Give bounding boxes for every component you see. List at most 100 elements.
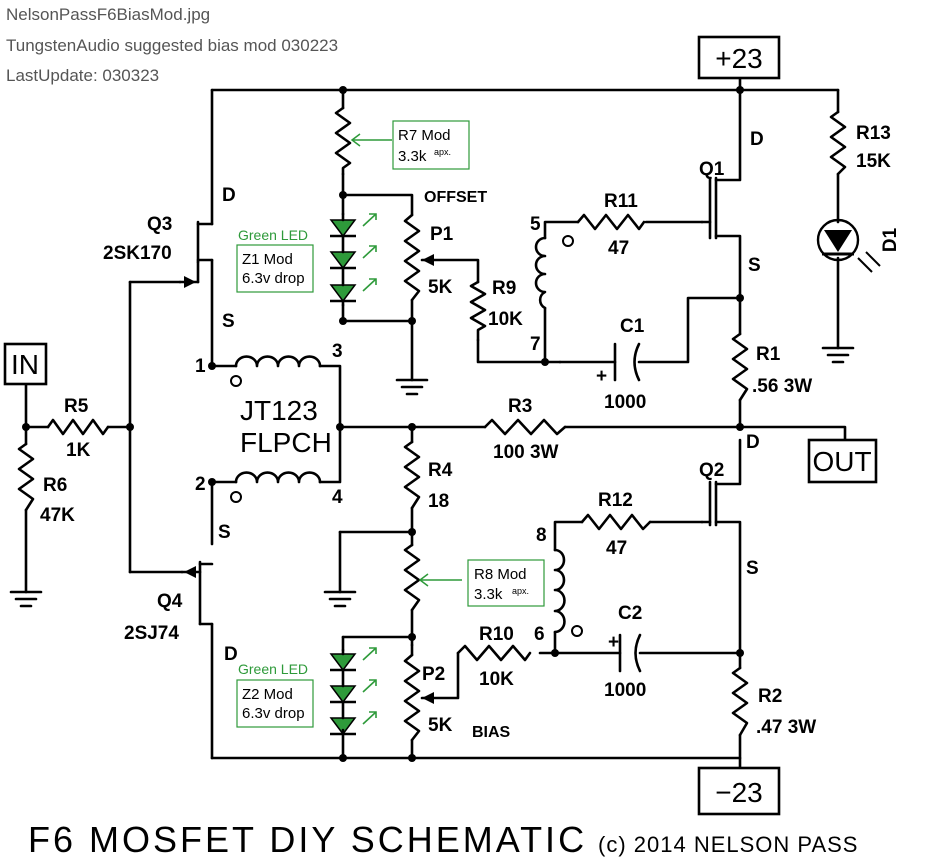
r5-label: R5 [64, 396, 89, 417]
q2-mosfet [700, 480, 718, 527]
transformer-pin-5: 5 [530, 214, 541, 235]
r12-label: R12 [598, 490, 633, 511]
c1-label: C1 [620, 316, 645, 337]
z1-mod-line1: Z1 Mod [242, 251, 293, 268]
junction-dots [22, 86, 744, 762]
transformer-pin-1: 1 [195, 356, 206, 377]
r12-value: 47 [606, 538, 627, 559]
z2-green-led-label: Green LED [238, 661, 308, 677]
negative-rail-label: −23 [715, 777, 763, 808]
r6-value: 47K [40, 505, 75, 526]
c2-value: 1000 [604, 680, 646, 701]
r2-value: .47 3W [756, 717, 816, 738]
r7-mod-line1: R7 Mod [398, 127, 451, 144]
r9-value: 10K [488, 309, 523, 330]
q4-part-label: 2SJ74 [124, 623, 179, 644]
positive-rail-label: +23 [715, 43, 763, 74]
q4-drain-pin: D [224, 644, 238, 665]
schematic-title: F6 MOSFET DIY SCHEMATIC [28, 819, 587, 860]
coil-dot-1 [230, 375, 242, 387]
input-port-box [3, 342, 48, 386]
transformer-pin-8: 8 [536, 525, 547, 546]
c1-value: 1000 [604, 392, 646, 413]
transformer-pin-3: 3 [332, 341, 343, 362]
c2-capacitor [618, 633, 642, 673]
p2-function: BIAS [472, 724, 511, 741]
z1-green-led-label: Green LED [238, 227, 308, 243]
r3-resistor [483, 418, 567, 436]
r8-mod-apx: apx. [512, 586, 529, 596]
q3-part-label: 2SK170 [103, 243, 172, 264]
r8-resistor [403, 543, 421, 612]
transformer-line2: FLPCH [240, 427, 332, 458]
r5-resistor [46, 418, 110, 436]
r5-value: 1K [66, 440, 91, 461]
header-subtitle: TungstenAudio suggested bias mod 030223 [6, 36, 339, 55]
r11-label: R11 [604, 191, 638, 212]
r6-label: R6 [43, 475, 67, 496]
z1-mod-box [236, 244, 314, 293]
r3-label: R3 [508, 396, 532, 417]
r8-mod-line1: R8 Mod [474, 566, 527, 583]
header-filename: NelsonPassF6BiasMod.jpg [6, 5, 211, 24]
p1-pot [403, 213, 421, 302]
q1-source-pin: S [748, 255, 761, 276]
r1-label: R1 [756, 344, 781, 365]
q2-drain-pin: D [746, 432, 760, 453]
z1-led-2 [328, 244, 378, 270]
coil-dot-2 [230, 491, 242, 503]
coil-dot-6 [571, 625, 583, 637]
r7-mod-line2: 3.3k [398, 148, 427, 165]
copyright-notice: (c) 2014 NELSON PASS [598, 832, 858, 857]
c1-plus: + [596, 366, 607, 387]
r7-resistor [334, 106, 352, 176]
r7-mod-box [392, 120, 470, 170]
z1-led-1 [328, 212, 378, 238]
c2-plus: + [608, 632, 619, 653]
input-port-label: IN [11, 349, 39, 380]
transformer-pin-7: 7 [530, 334, 541, 355]
header-last-update: LastUpdate: 030323 [6, 66, 160, 85]
r2-label: R2 [758, 686, 782, 707]
ground-symbol-p1 [395, 378, 429, 396]
r9-label: R9 [492, 278, 516, 299]
output-port-box [807, 438, 878, 484]
ground-symbol-d1 [821, 346, 855, 364]
c2-label: C2 [618, 603, 642, 624]
z2-mod-line1: Z2 Mod [242, 686, 293, 703]
p1-function: OFFSET [424, 189, 487, 206]
r10-label: R10 [479, 624, 514, 645]
coil-5-7 [534, 236, 547, 310]
p1-label: P1 [430, 224, 454, 245]
negative-rail-box [697, 766, 781, 816]
q3-drain-pin: D [222, 185, 236, 206]
z1-mod-line2: 6.3v drop [242, 270, 305, 287]
q3-gate-arrow [184, 276, 196, 288]
coil-2-4 [234, 471, 322, 484]
q4-label: Q4 [157, 591, 183, 612]
r12-resistor [580, 513, 652, 531]
r13-label: R13 [856, 123, 891, 144]
q2-source-pin: S [746, 558, 759, 579]
r11-resistor [576, 213, 646, 231]
transformer-pin-6: 6 [534, 624, 545, 645]
q4-gate-arrow [184, 566, 196, 578]
z2-led-1 [328, 646, 378, 672]
q3-label: Q3 [147, 214, 172, 235]
p2-value: 5K [428, 715, 453, 736]
q4-source-pin: S [218, 522, 231, 543]
r7-mod-arrow [350, 133, 392, 147]
z2-led-2 [328, 678, 378, 704]
transformer-line1: JT123 [240, 395, 318, 426]
z2-mod-box [236, 679, 314, 728]
output-port-label: OUT [812, 446, 871, 477]
r3-value: 100 3W [493, 442, 559, 463]
q3-source-pin: S [222, 311, 235, 332]
p2-wiper-arrow [422, 692, 434, 704]
q2-label: Q2 [699, 460, 724, 481]
r1-value: .56 3W [752, 376, 812, 397]
r13-resistor [829, 110, 847, 176]
r10-value: 10K [479, 669, 514, 690]
r2-resistor [731, 666, 749, 737]
